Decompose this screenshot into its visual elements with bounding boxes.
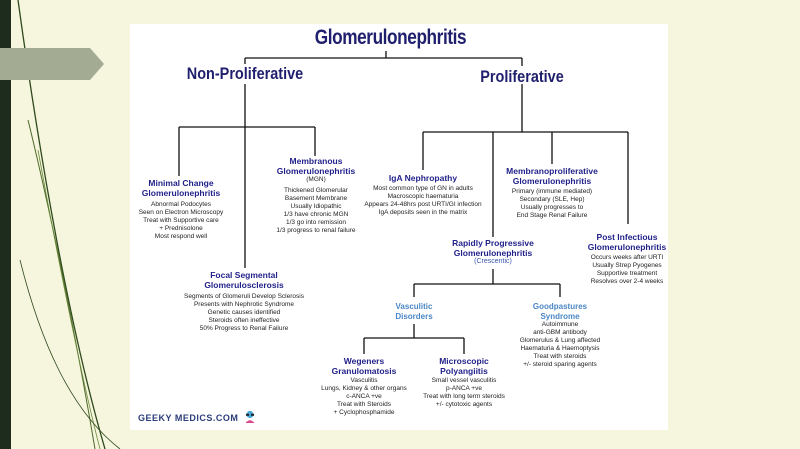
node-subtitle: (Crescentic) [474, 258, 512, 265]
node-line: p-ANCA +ve [446, 385, 482, 392]
node-line: Autoimmune [541, 321, 579, 328]
node-title: Glomerulonephritis [276, 166, 356, 176]
node-vasculitic: Vasculitic Disorders [378, 302, 450, 321]
node-title: Wegeners [343, 356, 385, 366]
node-line: + Cyclophosphamide [333, 409, 395, 416]
node-line: Occurs weeks after URTI [590, 254, 664, 261]
connector [422, 84, 629, 237]
node-line: Resolves over 2-4 weeks [590, 278, 664, 285]
node-wegeners: Wegeners Granulomatosis Vasculitis Lungs… [314, 356, 414, 417]
node-line: 1/3 go into remission [286, 219, 346, 226]
node-line: Usually Idiopathic [290, 203, 342, 210]
node-line: Glomerulus & Lung affected [519, 337, 601, 344]
node-line: Presents with Nephrotic Syndrome [193, 301, 295, 308]
node-line: Secondary (SLE, Hep) [519, 196, 585, 203]
node-line: Lungs, Kidney & other organs [321, 385, 407, 392]
node-title: Vasculitic [395, 302, 433, 311]
node-title: Glomerulonephritis [587, 242, 667, 252]
slide-content: Glomerulonephritis Non-Proliferative Pro… [130, 24, 668, 430]
node-title: Membranoproliferative [506, 166, 598, 176]
connector-lines [178, 51, 629, 354]
node-fsgs: Focal Segmental Glomerulosclerosis Segme… [178, 270, 310, 333]
node-line: + Prednisolone [159, 225, 203, 232]
node-line: 1/3 have chronic MGN [283, 211, 349, 218]
node-title: Minimal Change [148, 178, 214, 188]
node-membranous: Membranous Glomerulonephritis (MGN) Thic… [260, 156, 372, 235]
node-line: +/- cytotoxic agents [435, 401, 493, 408]
node-line: Basement Membrane [284, 195, 348, 202]
node-line: Treat with Steroids [337, 401, 391, 408]
geek-mascot-icon [245, 410, 255, 423]
decorative-curve [19, 259, 121, 449]
node-line: IgA deposits seen in the matrix [378, 209, 468, 216]
node-title: Granulomatosis [331, 366, 397, 376]
node-line: 50% Progress to Renal Failure [199, 325, 289, 332]
node-title: Glomerulonephritis [141, 188, 221, 198]
node-line: Vasculitis [350, 377, 378, 384]
connector [178, 84, 316, 268]
branch-non-proliferative: Non-Proliferative [186, 64, 304, 83]
node-title: Rapidly Progressive [452, 238, 534, 248]
left-dark-bar [0, 0, 11, 449]
node-goodpasture: Goodpastures Syndrome Autoimmune anti-GB… [510, 302, 610, 369]
arrow-tab [0, 48, 104, 80]
node-line: Most respond well [154, 233, 208, 240]
node-post-infectious: Post Infectious Glomerulonephritis Occur… [582, 232, 672, 286]
node-line: Treat with Supportive care [143, 217, 219, 224]
node-line: Treat with long term steroids [423, 393, 505, 400]
node-polyangiitis: Microscopic Polyangiitis Small vessel va… [414, 356, 514, 409]
node-title: Polyangiitis [440, 366, 488, 376]
node-title: Glomerulonephritis [453, 248, 533, 258]
node-title: Syndrome [540, 311, 580, 321]
node-iga-nephropathy: IgA Nephropathy Most common type of GN i… [362, 173, 484, 217]
node-line: Seen on Electron Microscopy [138, 209, 224, 216]
node-title: Glomerulosclerosis [204, 280, 284, 290]
node-line: +/- steroid sparing agents [523, 361, 597, 368]
node-line: Usually progresses to [520, 204, 584, 211]
node-line: Appears 24-48hrs post URTI/GI infection [364, 201, 482, 208]
node-title: Focal Segmental [210, 270, 278, 280]
node-subtitle: (MGN) [306, 176, 326, 183]
node-mpgn: Membranoproliferative Glomerulonephritis… [500, 166, 604, 220]
node-line: Steroids often ineffective [208, 317, 280, 324]
page-title: Glomerulonephritis [314, 26, 467, 49]
node-line: 1/3 progress to renal failure [276, 227, 356, 234]
node-line: anti-GBM antibody [533, 329, 587, 336]
node-line: Thickened Glomerular [284, 187, 348, 194]
connector [363, 324, 465, 354]
node-rpgn: Rapidly Progressive Glomerulonephritis (… [442, 238, 544, 265]
decorative-curve [37, 149, 101, 449]
node-line: Treat with steroids [533, 353, 587, 360]
node-title: Membranous [289, 156, 343, 166]
node-line: Small vessel vasculitis [431, 377, 497, 384]
node-line: Abnormal Podocytes [151, 201, 211, 208]
node-line: Supportive treatment [596, 270, 658, 277]
node-title: Glomerulonephritis [512, 176, 592, 186]
node-line: Segments of Glomeruli Develop Sclerosis [184, 293, 304, 300]
logo-text: GEEKY MEDICS.COM [138, 413, 239, 423]
node-line: Haematuria & Haemoptysis [520, 345, 600, 352]
node-line: Primary (immune mediated) [511, 188, 593, 195]
node-line: Genetic causes identified [207, 309, 281, 316]
node-line: c-ANCA +ve [346, 393, 382, 400]
branch-proliferative: Proliferative [480, 67, 564, 86]
logo: GEEKY MEDICS.COM [138, 410, 256, 424]
connector [413, 269, 561, 297]
node-title: Microscopic [439, 356, 489, 366]
node-minimal-change: Minimal Change Glomerulonephritis Abnorm… [130, 178, 232, 241]
node-line: Usually Strep Pyogenes [592, 262, 662, 269]
connector [244, 51, 523, 66]
node-title: Goodpastures [532, 302, 588, 311]
node-title: Post Infectious [596, 232, 658, 242]
node-line: Most common type of GN in adults [373, 185, 473, 192]
node-title: IgA Nephropathy [388, 173, 458, 183]
node-title: Disorders [395, 311, 433, 321]
node-line: Macroscopic haematuria [387, 193, 459, 200]
node-line: End Stage Renal Failure [516, 212, 588, 219]
decorative-curve [27, 119, 96, 449]
